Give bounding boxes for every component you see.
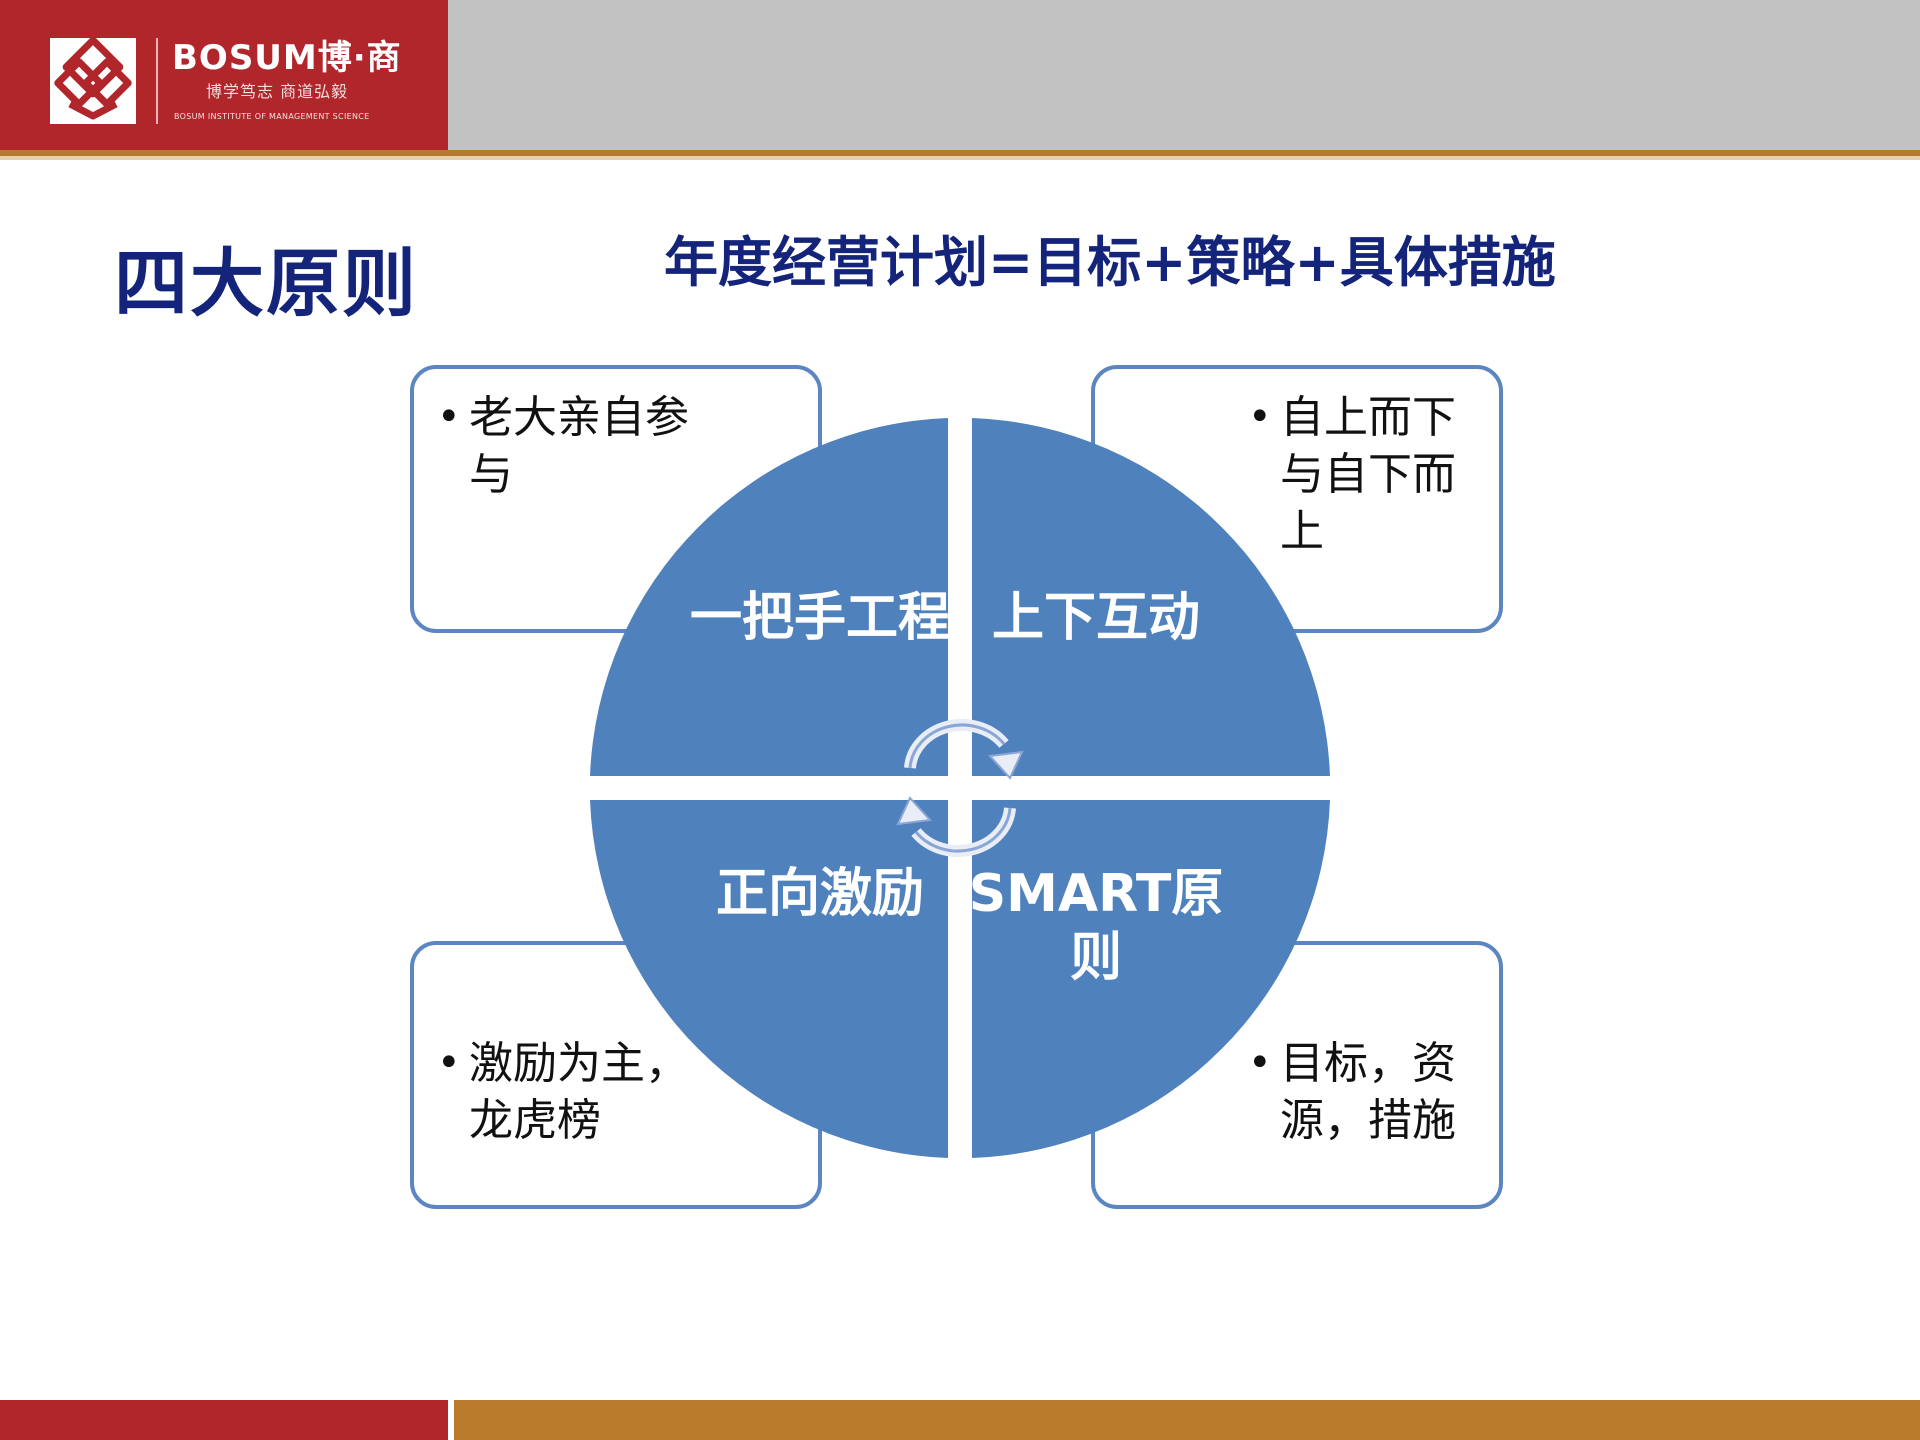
note-text: 老大亲自参与 [469,392,689,500]
bullet-icon: • [1248,394,1272,440]
cycle-arrow-top-icon [904,719,1024,780]
cycle-arrow-bottom-icon [896,796,1016,857]
note-text: 自上而下与自下而上 [1280,392,1456,557]
footer-separator [448,1400,454,1440]
brand-institute: BOSUM INSTITUTE OF MANAGEMENT SCIENCE [174,112,370,121]
quadrant-label-bottom-right: SMART原则 [968,864,1224,988]
brand-motto: 博学笃志 商道弘毅 [206,82,349,101]
bullet-icon: • [437,1040,461,1086]
page-title: 四大原则 [114,241,418,327]
header-divider-line-light [0,156,1920,160]
note-item: •老大亲自参与 [437,389,719,503]
footer-gold-band [454,1400,1920,1440]
bullet-icon: • [1248,1040,1272,1086]
note-item: •目标，资源，措施 [1248,1035,1480,1149]
header-gray-band [448,0,1920,150]
brand-name: BOSUM博·商 [172,38,402,78]
note-text: 激励为主，龙虎榜 [469,1038,689,1146]
footer-red-band [0,1400,448,1440]
note-item: •自上而下与自下而上 [1248,389,1480,560]
quadrant-label-top-right: 上下互动 [991,588,1200,648]
note-box-bottom-left: •激励为主，龙虎榜 [410,941,822,1209]
bosum-logo-icon [50,38,136,124]
logo-divider [156,38,158,124]
note-item: •激励为主，龙虎榜 [437,1035,719,1149]
bullet-icon: • [437,394,461,440]
quadrant-label-top-left: 一把手工程 [690,588,951,648]
note-text: 目标，资源，措施 [1280,1038,1456,1146]
formula-heading: 年度经营计划=目标+策略+具体措施 [664,231,1556,294]
header-divider-line [0,150,1920,156]
quadrant-label-bottom-left: 正向激励 [715,864,924,924]
